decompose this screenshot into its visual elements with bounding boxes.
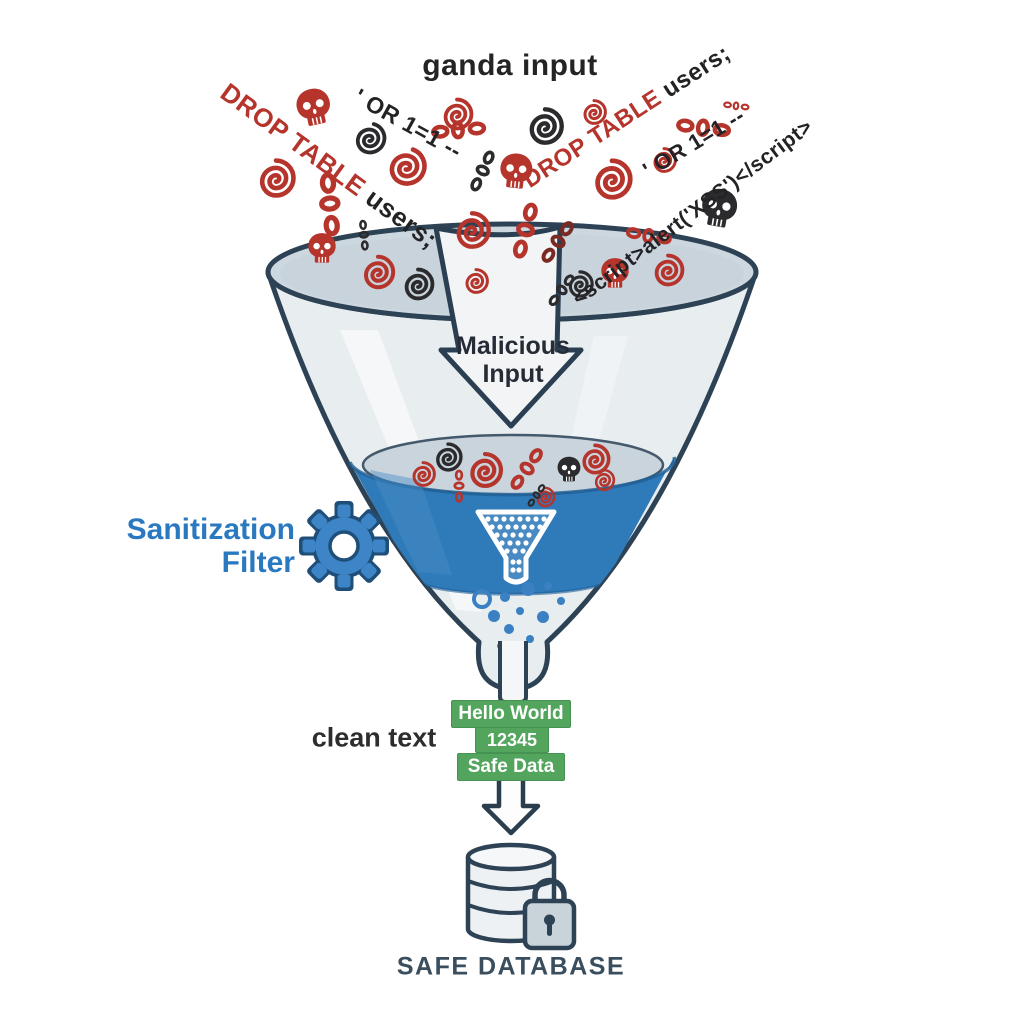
output-arrow — [481, 775, 541, 836]
lock-icon — [522, 877, 577, 951]
funnel-spout — [498, 641, 528, 704]
funnel-filter-icon — [475, 509, 557, 585]
gear-icon — [299, 501, 389, 591]
